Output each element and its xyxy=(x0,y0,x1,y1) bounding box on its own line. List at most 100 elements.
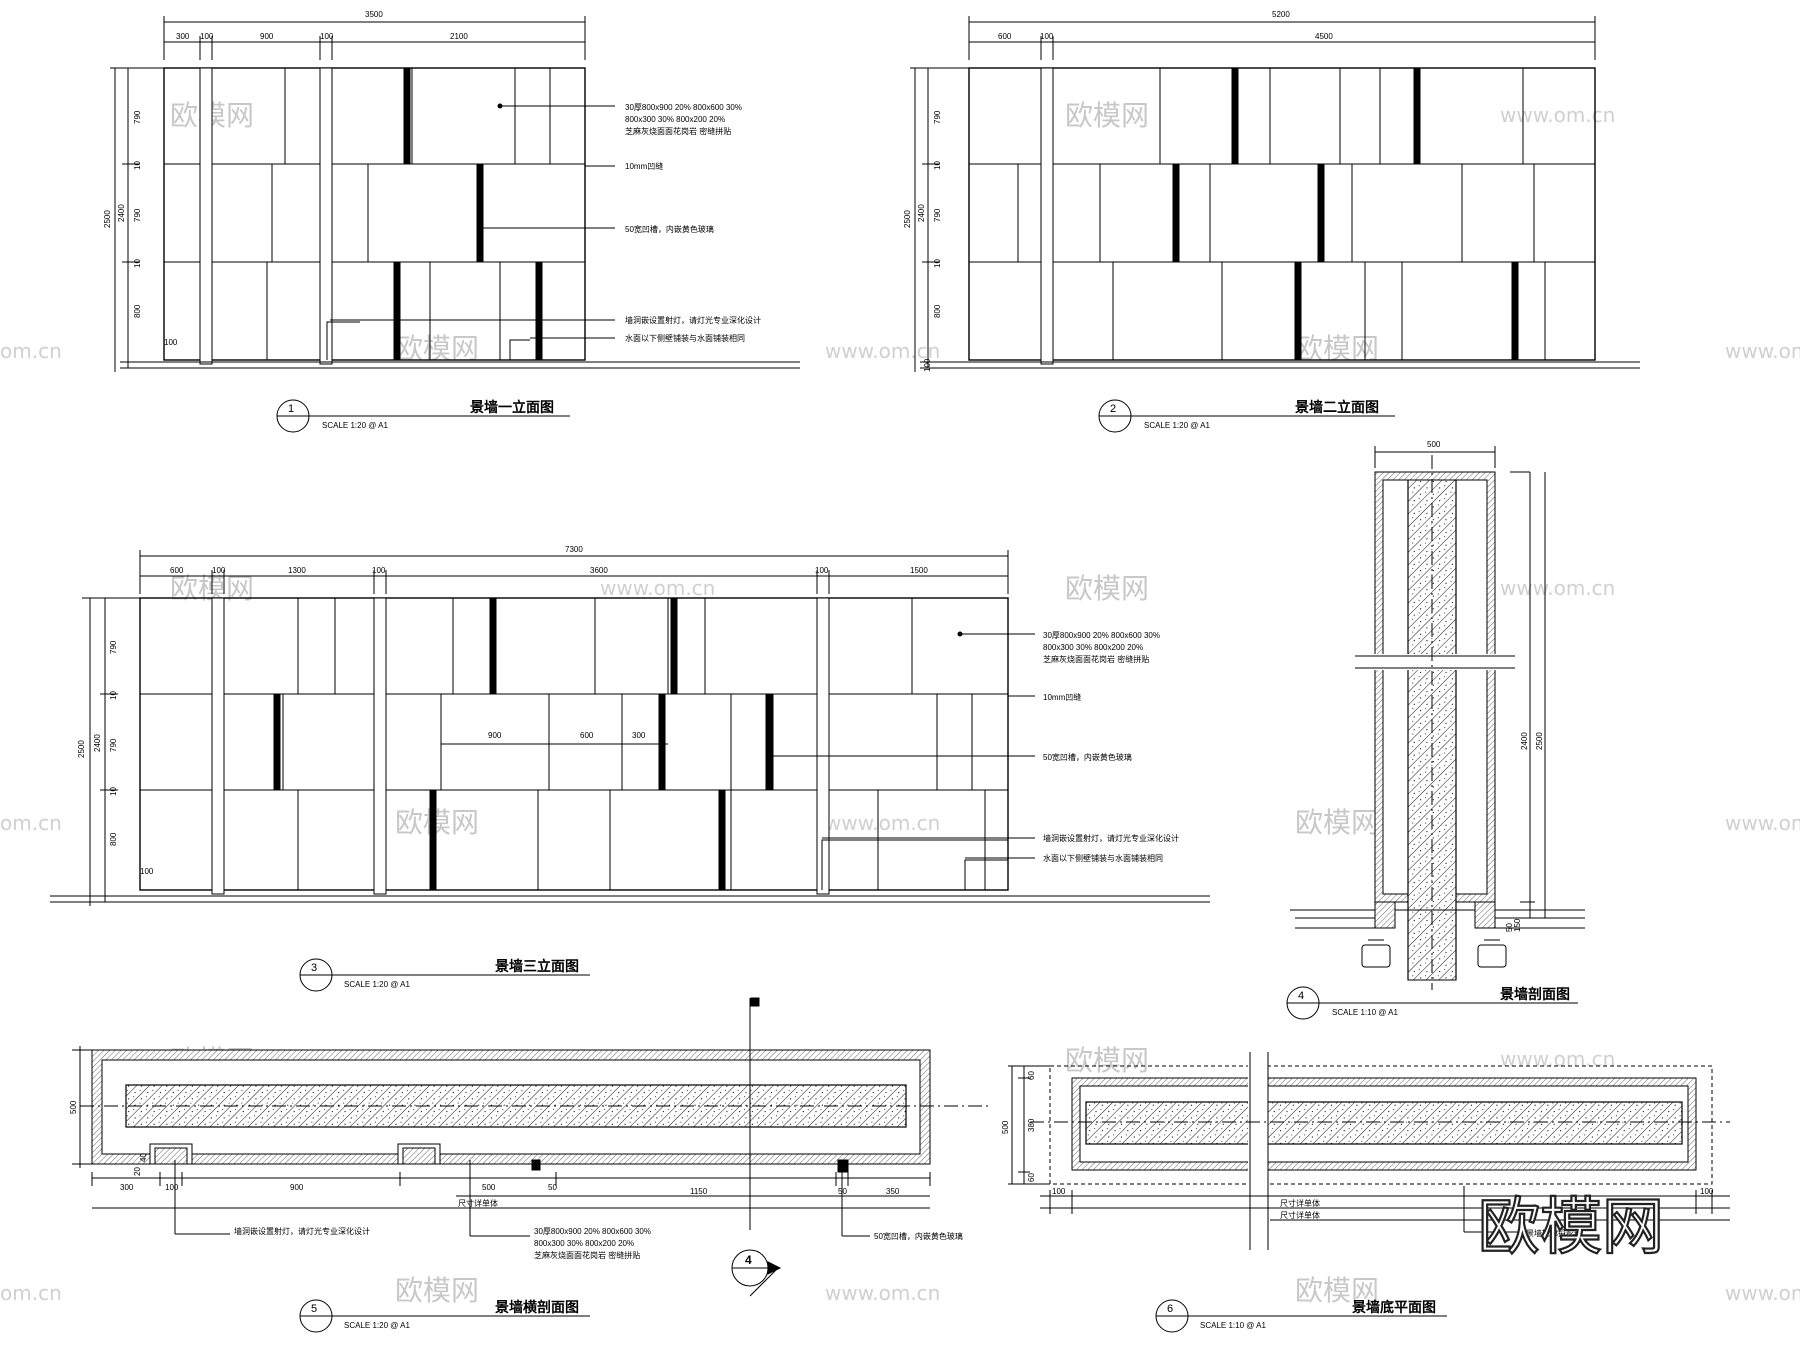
elevation-1-labels: 3500 300 100 900 100 2100 2500 2400 790 … xyxy=(103,10,761,347)
dim-row: 790 xyxy=(133,110,142,124)
title-block-6: 6 景墙底平面图 SCALE 1:10 @ A1 xyxy=(1155,1299,1447,1333)
section-marker: 4 xyxy=(745,1253,752,1267)
watermark-url: www.om.cn xyxy=(1725,1281,1800,1305)
dim-part: 500 xyxy=(482,1183,496,1192)
dim-row: 10 xyxy=(109,691,118,700)
dim-row: 10 xyxy=(933,161,942,170)
dim-part: 3600 xyxy=(590,566,608,575)
watermark-url: www.om.cn xyxy=(1725,811,1800,835)
dim-total: 3500 xyxy=(365,10,383,19)
drawing-scale: SCALE 1:10 @ A1 xyxy=(1332,1008,1398,1017)
note-stone: 800x300 30% 800x200 20% xyxy=(625,115,725,124)
dim-part: 50 xyxy=(838,1187,847,1196)
title-block-3: 3 景墙三立面图 SCALE 1:20 @ A1 xyxy=(299,958,590,992)
dim-row: 790 xyxy=(109,738,118,752)
dim-part: 4500 xyxy=(1315,32,1333,41)
dim-row: 800 xyxy=(133,304,142,318)
note-stone: 800x300 30% 800x200 20% xyxy=(534,1239,634,1248)
drawing-title: 景墙横剖面图 xyxy=(495,1299,579,1315)
dim-part: 100 xyxy=(815,566,829,575)
dim-part: 900 xyxy=(260,32,274,41)
elevation-2-labels: 5200 600 100 4500 2500 2400 790 10 790 1… xyxy=(903,10,1333,372)
dim-row: 60 xyxy=(1027,1173,1036,1182)
note-light: 墙洞嵌设置射灯，请灯光专业深化设计 xyxy=(234,1226,370,1236)
watermark-url: www.om.cn xyxy=(825,811,940,835)
drawing-title: 景墙二立面图 xyxy=(1295,399,1379,415)
note-size: 尺寸详单体 xyxy=(458,1198,498,1208)
dim-small: 20 xyxy=(133,1167,142,1176)
dim-base: 100 xyxy=(923,358,932,372)
drawing-number: 2 xyxy=(1110,403,1116,415)
elevation-3 xyxy=(50,550,1210,906)
drawing-number: 6 xyxy=(1167,1303,1173,1315)
dim-part: 2100 xyxy=(450,32,468,41)
dim-part: 100 xyxy=(200,32,214,41)
watermark-url: www.om.cn xyxy=(825,339,940,363)
dim-row: 10 xyxy=(133,259,142,268)
watermark-cn: 欧模网 xyxy=(395,806,479,839)
plan-5-labels: 500 40 20 300 100 900 500 50 1150 50 350… xyxy=(69,1100,963,1267)
note-groove: 50宽凹槽，内嵌黄色玻璃 xyxy=(874,1231,963,1241)
dim-height-total: 2500 xyxy=(77,740,86,758)
watermark-cn: 欧模网 xyxy=(1295,1274,1379,1307)
drawing-title: 景墙剖面图 xyxy=(1500,986,1570,1002)
dim-inner: 600 xyxy=(580,731,594,740)
dim-part: 100 xyxy=(212,566,226,575)
dim-row: 800 xyxy=(109,832,118,846)
plan-6-labels: 500 60 380 60 100 100 尺寸详单体 尺寸详单体 景墙轮廓投影… xyxy=(1001,1071,1714,1238)
drawing-title: 景墙一立面图 xyxy=(470,399,554,415)
watermark-url: www.om.cn xyxy=(1500,103,1615,127)
dim-small: 40 xyxy=(139,1153,148,1162)
title-block-2: 2 景墙二立面图 SCALE 1:20 @ A1 xyxy=(1098,399,1395,433)
note-water: 水面以下侧壁铺装与水面铺装相同 xyxy=(625,333,745,343)
dim-height-total: 2500 xyxy=(103,210,112,228)
dim-row: 10 xyxy=(109,787,118,796)
dim-part: 1300 xyxy=(288,566,306,575)
dim-row: 10 xyxy=(933,259,942,268)
dim-inner: 900 xyxy=(488,731,502,740)
dim-base: 100 xyxy=(140,867,154,876)
dim-row: 60 xyxy=(1027,1071,1036,1080)
drawing-number: 3 xyxy=(311,962,317,974)
note-size: 尺寸详单体 xyxy=(1280,1198,1320,1208)
watermark-logo: 欧模网 xyxy=(1478,1190,1664,1263)
dim-height-inner: 2400 xyxy=(117,204,126,222)
dim-left: 100 xyxy=(1052,1187,1066,1196)
drawing-scale: SCALE 1:20 @ A1 xyxy=(344,1321,410,1330)
drawing-scale: SCALE 1:20 @ A1 xyxy=(322,421,388,430)
note-groove: 50宽凹槽，内嵌黄色玻璃 xyxy=(1043,752,1132,762)
dim-part: 300 xyxy=(120,1183,134,1192)
drawing-number: 1 xyxy=(288,403,294,415)
drawing-scale: SCALE 1:20 @ A1 xyxy=(1144,421,1210,430)
dim-part: 50 xyxy=(548,1183,557,1192)
dim-row: 790 xyxy=(133,208,142,222)
section-4-labels: 500 2400 2500 50 150 xyxy=(1427,440,1544,932)
watermark-cn: 欧模网 xyxy=(1065,572,1149,605)
title-block-1: 1 景墙一立面图 SCALE 1:20 @ A1 xyxy=(276,399,570,433)
dim-right: 100 xyxy=(1700,1187,1714,1196)
dim-part: 350 xyxy=(886,1187,900,1196)
dim-row: 800 xyxy=(933,304,942,318)
note-joint: 10mm凹缝 xyxy=(625,161,663,171)
watermark-cn: 欧模网 xyxy=(1065,99,1149,132)
watermark-cn: 欧模网 xyxy=(1295,806,1379,839)
note-light: 墙洞嵌设置射灯，请灯光专业深化设计 xyxy=(1043,833,1179,843)
note-stone: 芝麻灰烧面面花岗岩 密缝拼贴 xyxy=(625,126,731,136)
note-stone: 30厚800x900 20% 800x600 30% xyxy=(534,1227,651,1236)
dim-part: 100 xyxy=(320,32,334,41)
dim-base: 150 xyxy=(1513,918,1522,932)
dim-total: 7300 xyxy=(565,545,583,554)
watermark-cn: 欧模网 xyxy=(395,1274,479,1307)
section-4 xyxy=(1290,446,1585,990)
note-light: 墙洞嵌设置射灯，请灯光专业深化设计 xyxy=(625,315,761,325)
watermark-url: om.cn xyxy=(0,339,62,363)
dim-part: 1150 xyxy=(690,1187,708,1196)
note-size: 尺寸详单体 xyxy=(1280,1210,1320,1220)
watermark-url: www.om.cn xyxy=(1725,339,1800,363)
watermark-url: om.cn xyxy=(0,811,62,835)
dim-part: 600 xyxy=(998,32,1012,41)
elevation-2 xyxy=(910,16,1640,372)
note-stone: 800x300 30% 800x200 20% xyxy=(1043,643,1143,652)
plan-6 xyxy=(1008,1052,1730,1252)
